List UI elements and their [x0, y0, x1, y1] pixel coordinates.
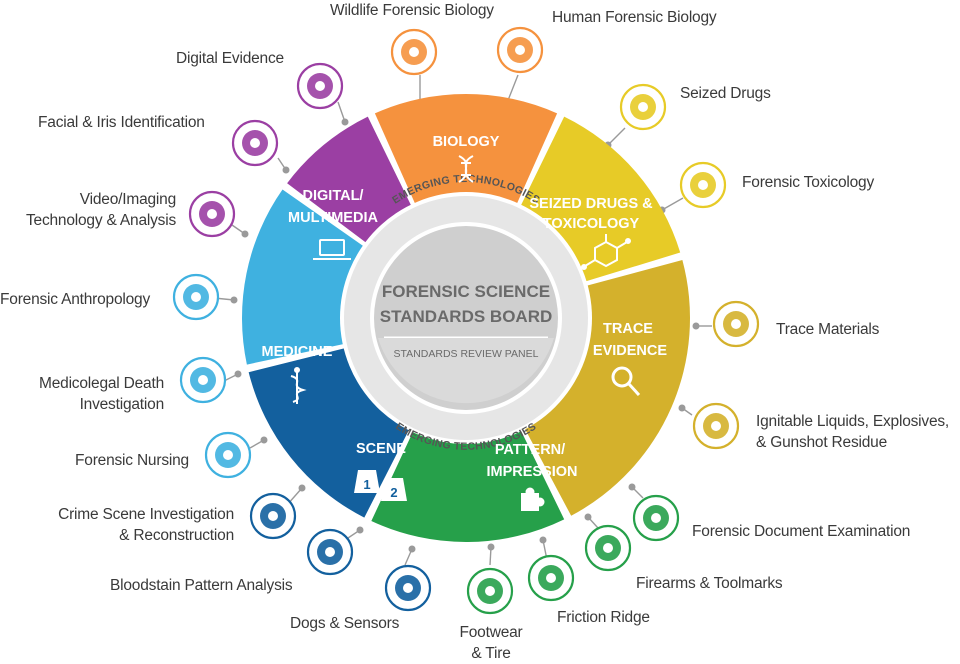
anthropology-label: Forensic Anthropology — [0, 291, 151, 308]
scene-card-1: 1 — [363, 477, 370, 492]
ignitable-line2: & Gunshot Residue — [756, 434, 888, 451]
video-imaging-line2: Technology & Analysis — [25, 212, 176, 229]
medicolegal-line2: Investigation — [79, 396, 165, 413]
handgun-icon — [584, 524, 632, 572]
segment-trace — [522, 260, 690, 516]
topic-bubbles — [172, 26, 760, 615]
seized-drugs-label: Seized Drugs — [680, 85, 771, 102]
evidence-marker-icon — [249, 492, 297, 540]
digital-label-2: MULTIMEDIA — [288, 210, 378, 226]
wildlife-label: Wildlife Forensic Biology — [330, 2, 494, 19]
antlers-icon — [390, 28, 438, 76]
bloodstain-label: Bloodstain Pattern Analysis — [110, 577, 293, 594]
seized-label-1: SEIZED DRUGS & — [529, 196, 653, 212]
friction-label: Friction Ridge — [557, 609, 650, 626]
medicolegal-label: Medicolegal Death Investigation — [14, 373, 164, 415]
video-imaging-line1: Video/Imaging — [79, 191, 176, 208]
scene-cards-icon: 1 2 — [354, 470, 407, 501]
pattern-label-2: IMPRESSION — [486, 464, 577, 480]
digital-evidence-label: Digital Evidence — [176, 50, 284, 67]
flask-icon — [619, 83, 667, 131]
trace-label-2: EVIDENCE — [593, 343, 667, 359]
segment-medicine — [242, 189, 368, 365]
dna-head-icon — [496, 26, 544, 74]
wheel-segments — [242, 94, 690, 543]
dogs-label: Dogs & Sensors — [290, 615, 400, 632]
star-of-life-icon — [204, 431, 252, 479]
medicolegal-line1: Medicolegal Death — [39, 375, 164, 392]
molecule-icon — [581, 234, 631, 270]
ignitable-label: Ignitable Liquids, Explosives, & Gunshot… — [756, 411, 949, 453]
dog-icon — [384, 564, 432, 612]
crime-scene-line1: Crime Scene Investigation — [58, 506, 234, 523]
laptop-icon — [313, 239, 351, 260]
footprints-icon — [466, 567, 514, 615]
ignitable-line1: Ignitable Liquids, Explosives, — [756, 413, 950, 430]
segment-digital — [287, 116, 414, 246]
human-label: Human Forensic Biology — [552, 9, 717, 26]
document-question-icon — [632, 494, 680, 542]
crime-scene-label: Crime Scene Investigation & Reconstructi… — [20, 504, 234, 546]
head-profile-icon — [231, 119, 279, 167]
skull-crossbones-icon — [679, 161, 727, 209]
scene-card-2: 2 — [390, 485, 397, 500]
skull-icon — [172, 273, 220, 321]
crime-scene-line2: & Reconstruction — [119, 527, 234, 544]
pattern-label-1: PATTERN/ — [495, 442, 565, 458]
running-figure-icon — [179, 356, 227, 404]
flame-icon — [692, 402, 740, 450]
video-imaging-label: Video/Imaging Technology & Analysis — [10, 189, 176, 231]
digital-label-1: DIGITAL/ — [303, 188, 364, 204]
footwear-line1: Footwear — [459, 624, 523, 641]
review-panel-area — [378, 338, 554, 404]
fingerprint-icon — [527, 554, 575, 602]
document-label: Forensic Document Examination — [692, 523, 911, 540]
video-player-icon — [188, 190, 236, 238]
dna-icon — [458, 155, 474, 183]
footwear-line2: & Tire — [471, 645, 511, 662]
toxicology-label: Forensic Toxicology — [742, 174, 875, 191]
microscope-icon — [712, 300, 760, 348]
blood-splatter-icon — [306, 528, 354, 576]
segment-pattern — [371, 425, 565, 543]
board-title-1: FORENSIC SCIENCE — [382, 282, 550, 301]
trace-label-1: TRACE — [603, 321, 653, 337]
firearms-label: Firearms & Toolmarks — [636, 575, 783, 592]
segment-biology — [374, 94, 558, 209]
review-panel-label: STANDARDS REVIEW PANEL — [394, 348, 539, 360]
nursing-label: Forensic Nursing — [75, 452, 189, 469]
smartphone-icon — [296, 62, 344, 110]
seized-label-2: TOXICOLOGY — [543, 216, 640, 232]
facial-iris-label: Facial & Iris Identification — [38, 114, 205, 131]
medicine-label: MEDICINE — [262, 344, 333, 360]
board-title-2: STANDARDS BOARD — [380, 307, 553, 326]
caduceus-icon — [290, 367, 307, 404]
connector-dots — [230, 104, 700, 553]
biology-label: BIOLOGY — [433, 134, 500, 150]
segment-labels: BIOLOGY SEIZED DRUGS & TOXICOLOGY TRACE … — [262, 134, 668, 480]
footwear-label: Footwear & Tire — [445, 622, 537, 664]
puzzle-icon — [521, 487, 545, 511]
trace-materials-label: Trace Materials — [776, 321, 880, 338]
magnifier-icon — [611, 366, 641, 397]
scene-label: SCENE — [356, 441, 406, 457]
